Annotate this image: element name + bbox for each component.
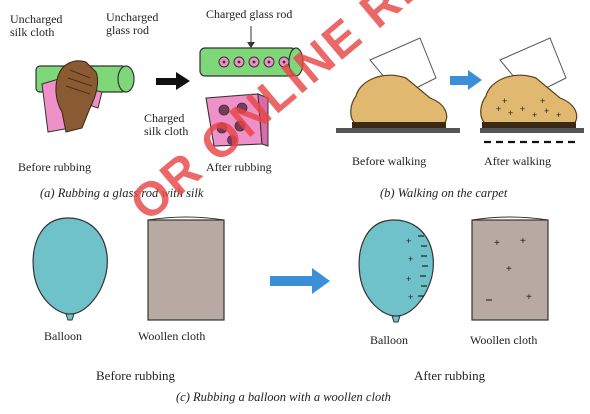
svg-text:+: +: [408, 254, 413, 264]
svg-text:+: +: [408, 292, 413, 302]
carpet-before: [336, 128, 460, 133]
label-c-after: After rubbing: [414, 368, 486, 383]
balloon-negative-charges: [418, 235, 428, 297]
shoe-charges: +++ +++ ++: [496, 96, 561, 120]
shoe-before: [350, 37, 448, 128]
silk-negative-charges: [216, 102, 248, 145]
svg-text:+: +: [526, 292, 532, 303]
woollen-cloth-after: [471, 216, 549, 321]
label-b-after: After walking: [484, 154, 551, 168]
svg-text:+: +: [506, 264, 512, 275]
label-b-before: Before walking: [352, 154, 427, 168]
cloth-positive-charges: + + + +: [494, 236, 532, 303]
svg-text:+: +: [406, 274, 411, 284]
caption-a: (a) Rubbing a glass rod with silk: [40, 186, 204, 200]
svg-text:+: +: [520, 104, 525, 114]
balloon-after: [358, 219, 434, 323]
svg-text:+: +: [406, 236, 411, 246]
label-balloon-2: Balloon: [370, 333, 408, 347]
charged-rod: [199, 47, 304, 77]
balloon-before: [32, 217, 108, 321]
label-a-before: Before rubbing: [18, 160, 91, 174]
caption-b: (b) Walking on the carpet: [380, 186, 508, 200]
svg-text:+: +: [532, 110, 537, 120]
label-a-after: After rubbing: [206, 160, 272, 174]
svg-text:+: +: [544, 106, 549, 116]
arrow-c: [270, 268, 330, 294]
caption-c: (c) Rubbing a balloon with a woollen clo…: [176, 390, 391, 404]
label-c-before: Before rubbing: [96, 368, 176, 383]
carpet-after: [480, 128, 584, 133]
svg-text:+: +: [494, 238, 500, 249]
label-cloth-2: Woollen cloth: [470, 333, 538, 347]
svg-text:+: +: [556, 110, 561, 120]
svg-text:+: +: [520, 236, 526, 247]
arrow-b: [450, 70, 482, 90]
svg-text:+: +: [496, 104, 501, 114]
svg-text:+: +: [508, 108, 513, 118]
hand-icon: [55, 60, 99, 133]
svg-text:+: +: [502, 96, 507, 106]
arrow-a: [156, 72, 190, 90]
shoe-after: [480, 37, 578, 128]
label-cloth-1: Woollen cloth: [138, 329, 206, 343]
label-balloon-1: Balloon: [44, 329, 82, 343]
label-charged-rod: Charged glass rod: [206, 7, 293, 21]
woollen-cloth-before: [147, 216, 225, 321]
svg-text:+: +: [540, 96, 545, 106]
